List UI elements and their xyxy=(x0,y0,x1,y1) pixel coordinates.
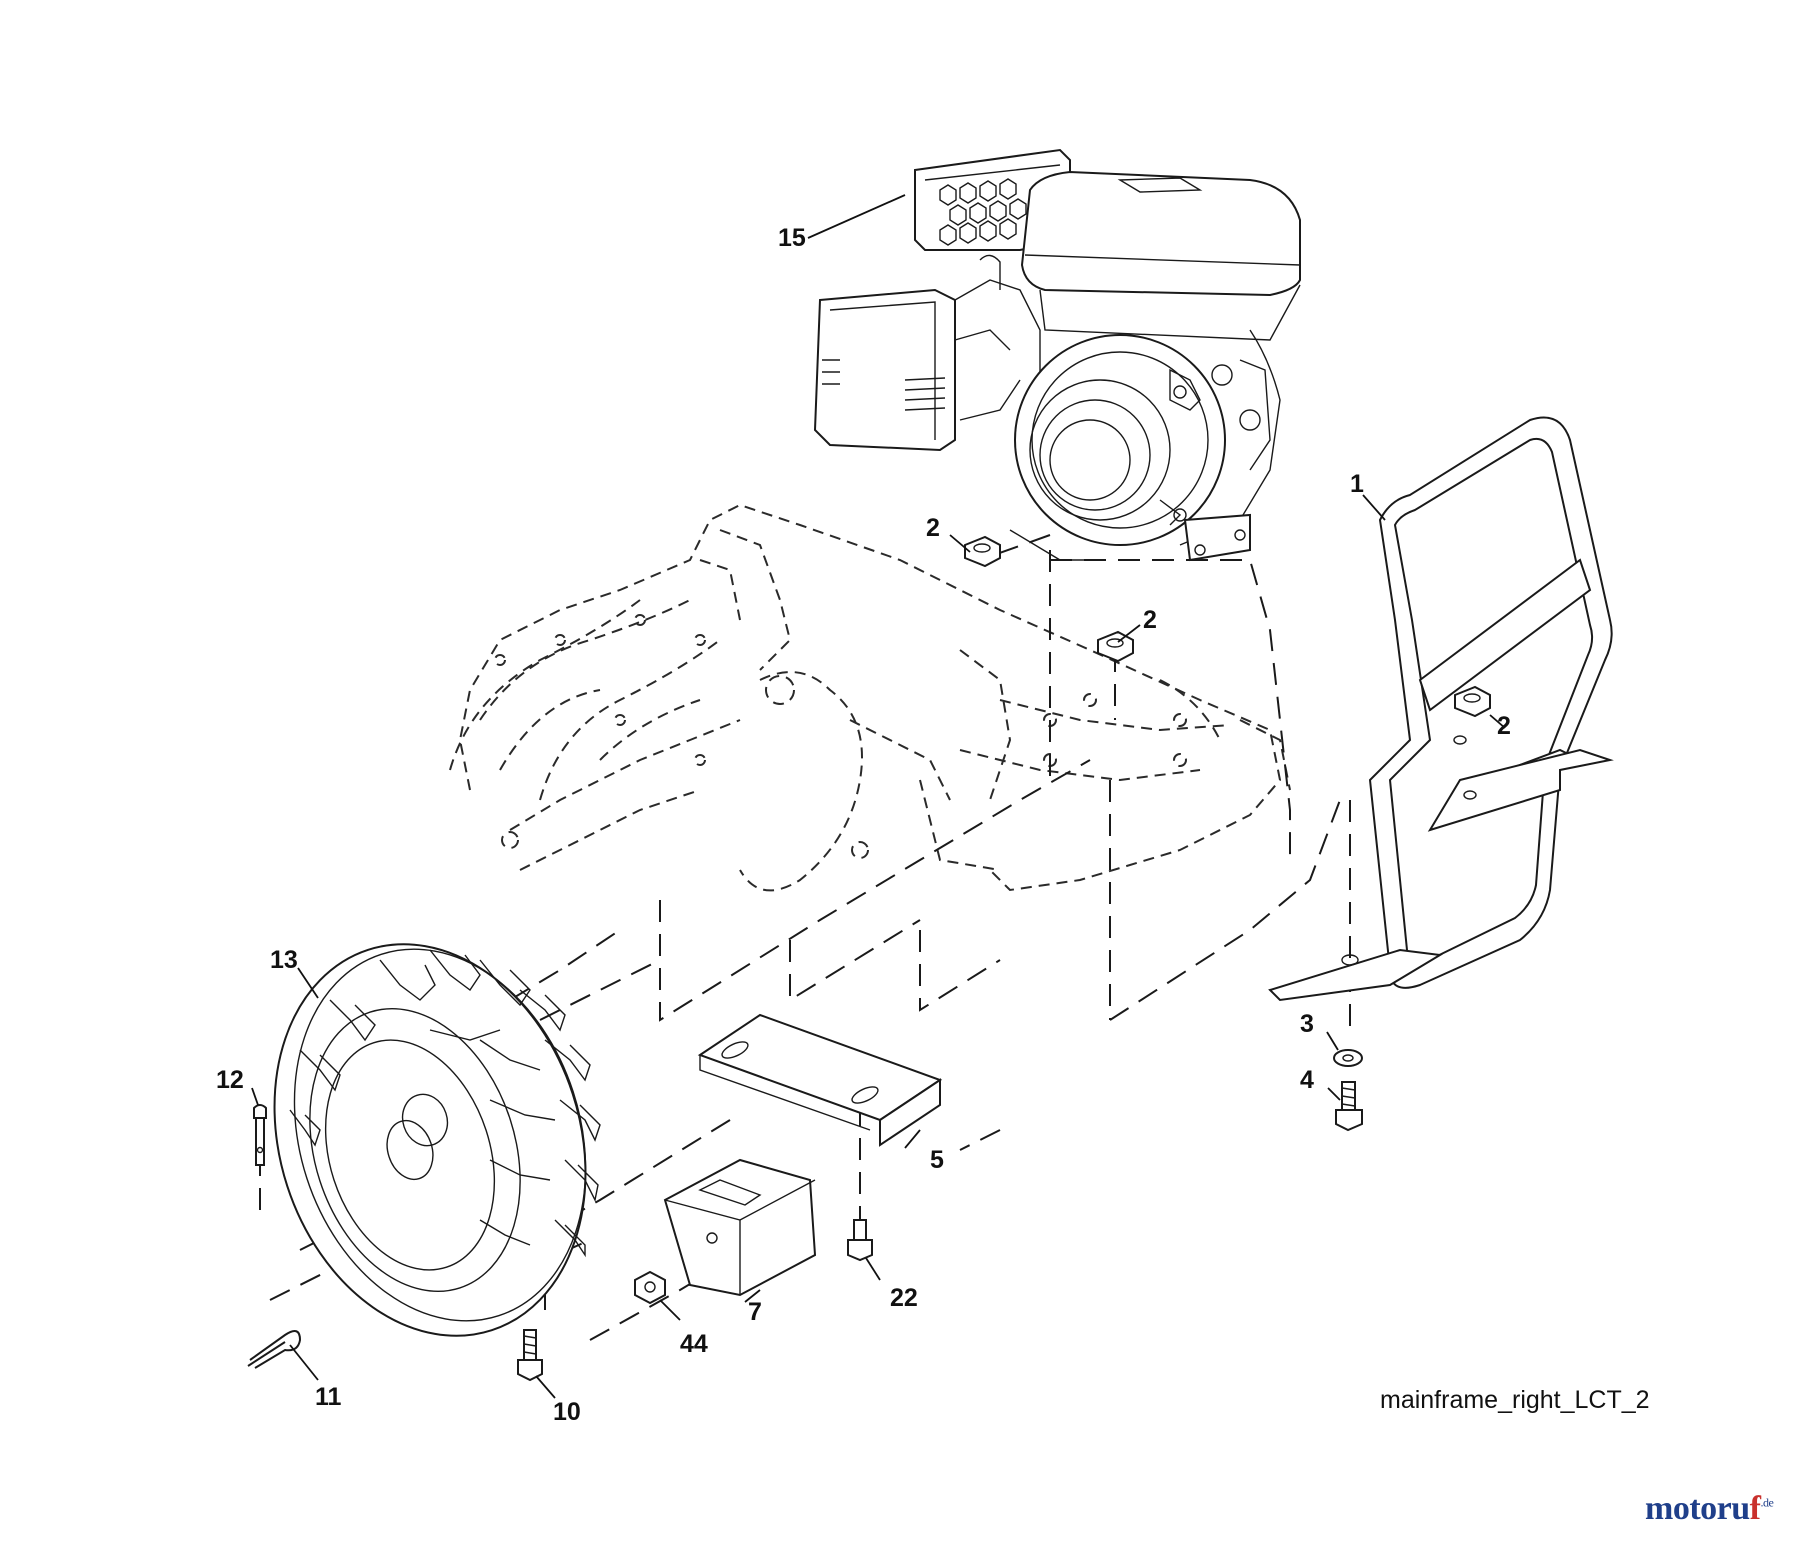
callout-11: 11 xyxy=(315,1383,342,1411)
callout-2-right: 2 xyxy=(1497,712,1511,740)
callout-7: 7 xyxy=(748,1298,762,1326)
callout-1: 1 xyxy=(1350,470,1364,498)
callout-10: 10 xyxy=(553,1398,581,1426)
nut-icon xyxy=(634,1270,666,1305)
hairpin-cotter-icon xyxy=(247,1330,302,1369)
leader-lines xyxy=(251,194,1506,1399)
washer-icon xyxy=(1333,1049,1363,1067)
flange-nut-icon xyxy=(964,535,1001,568)
callout-44: 44 xyxy=(680,1330,708,1358)
clevis-pin-icon xyxy=(253,1104,267,1166)
bolt-icon xyxy=(517,1329,543,1382)
bracket-icon xyxy=(697,1013,943,1147)
callout-15: 15 xyxy=(778,224,806,252)
brand-accent: f xyxy=(1749,1490,1761,1527)
brand-watermark: motoruf.de xyxy=(1645,1490,1774,1528)
callout-12: 12 xyxy=(216,1066,244,1094)
ghost-tiller-frame xyxy=(449,503,1291,892)
brand-suffix: .de xyxy=(1760,1495,1774,1510)
callout-3: 3 xyxy=(1300,1010,1314,1038)
engine-air-filter-icon xyxy=(813,148,1301,562)
bolt-icon xyxy=(1335,1081,1363,1132)
bumper-frame-icon xyxy=(1268,416,1614,1002)
flange-nut-icon xyxy=(1454,685,1491,718)
callout-2-left: 2 xyxy=(926,514,940,542)
callout-2-center: 2 xyxy=(1143,606,1157,634)
flange-nut-icon xyxy=(1097,630,1134,663)
callout-4: 4 xyxy=(1300,1066,1314,1094)
weight-block-icon xyxy=(663,1158,817,1297)
wheel-tire-icon xyxy=(273,943,601,1337)
brand-main: motoru xyxy=(1645,1490,1750,1527)
callout-13: 13 xyxy=(270,946,298,974)
callouts: 15 1 2 2 2 13 12 3 4 5 22 7 44 11 10 xyxy=(216,224,1511,1426)
bolt-icon xyxy=(847,1219,873,1262)
diagram-code-caption: mainframe_right_LCT_2 xyxy=(1380,1386,1650,1414)
callout-22: 22 xyxy=(890,1284,918,1312)
callout-5: 5 xyxy=(930,1146,944,1174)
